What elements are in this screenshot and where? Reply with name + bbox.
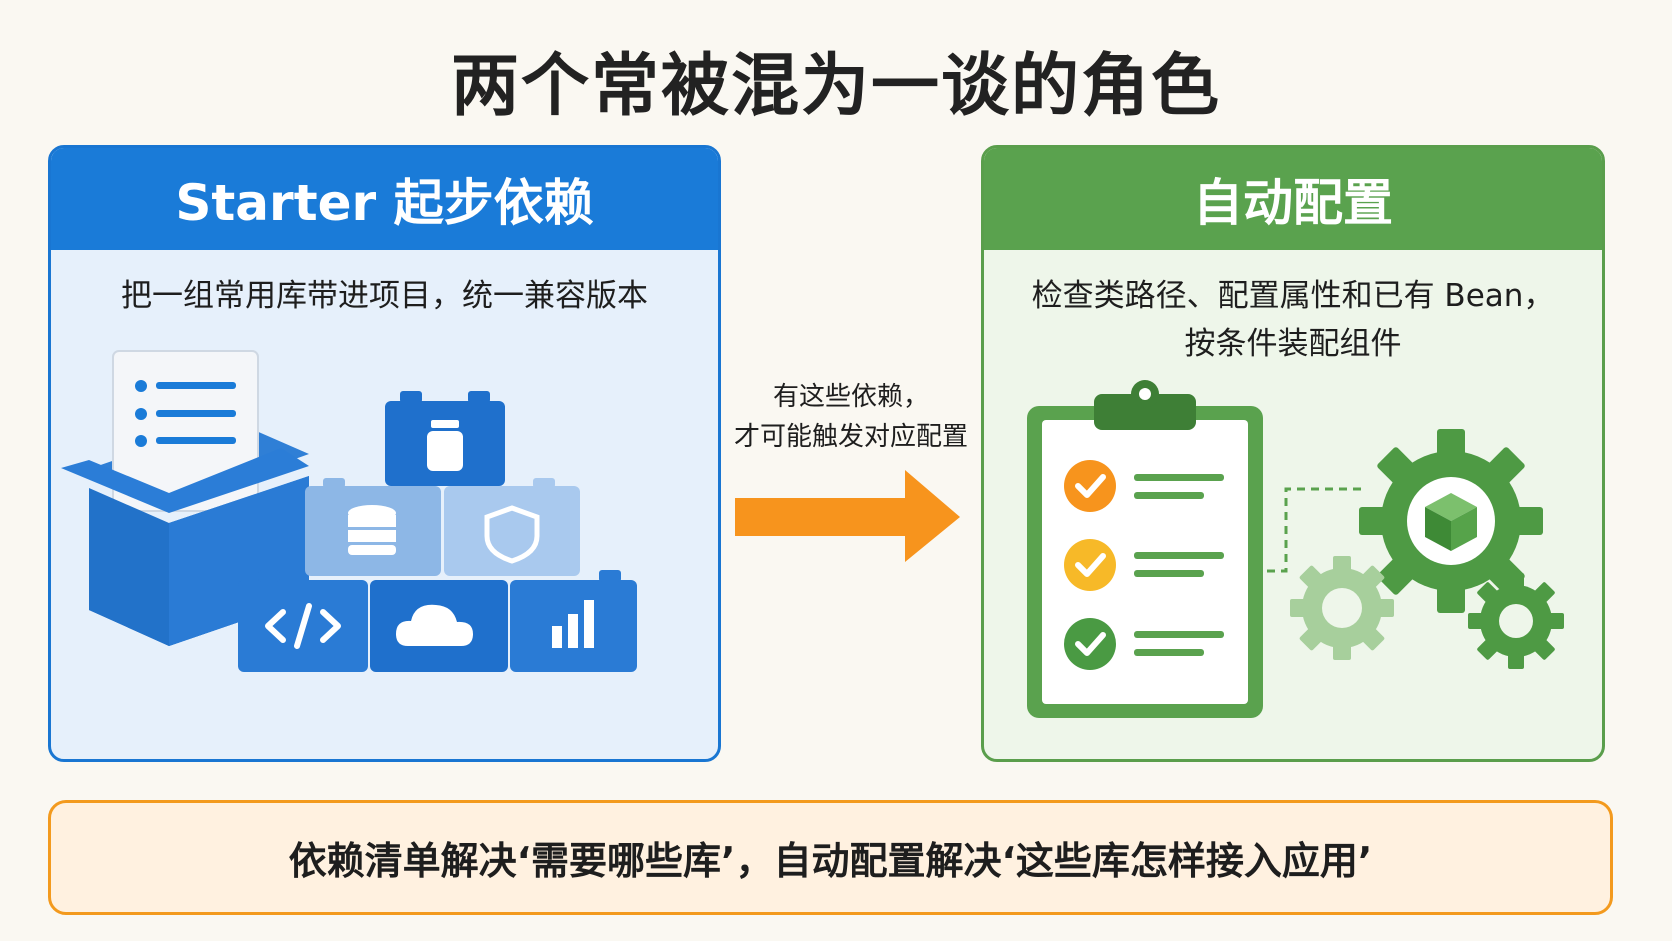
code-icon — [238, 570, 368, 672]
autoconfig-panel-description: 检查类路径、配置属性和已有 Bean， 按条件装配组件 — [984, 272, 1602, 368]
arrow-right-icon — [735, 470, 960, 562]
starter-illustration — [61, 350, 637, 672]
document-list-icon — [112, 350, 259, 512]
checkmark-icon — [1064, 460, 1224, 670]
summary-box: 依赖清单解决‘需要哪些库’，自动配置解决‘这些库怎样接入应用’ — [48, 800, 1613, 915]
summary-text: 依赖清单解决‘需要哪些库’，自动配置解决‘这些库怎样接入应用’ — [288, 839, 1373, 883]
bottle-icon — [385, 391, 505, 486]
autoconfig-panel-heading: 自动配置 — [984, 148, 1602, 250]
starter-panel-heading: Starter 起步依赖 — [51, 148, 718, 250]
database-icon — [305, 478, 441, 576]
autoconfig-illustration — [1027, 380, 1564, 718]
clipboard-icon — [1027, 380, 1263, 718]
arrow-caption-line-1: 有这些依赖， — [772, 382, 929, 412]
arrow-caption: 有这些依赖， 才可能触发对应配置 — [722, 377, 980, 457]
starter-panel: Starter 起步依赖 把一组常用库带进项目，统一兼容版本 — [48, 145, 721, 762]
autoconfig-panel: 自动配置 检查类路径、配置属性和已有 Bean， 按条件装配组件 — [981, 145, 1605, 762]
page-title: 两个常被混为一谈的角色 — [450, 47, 1221, 126]
autoconfig-description-line-2: 按条件装配组件 — [1184, 326, 1402, 362]
bar-chart-icon — [510, 570, 637, 672]
cube-icon — [1425, 493, 1477, 551]
arrow-caption-line-2: 才可能触发对应配置 — [733, 422, 968, 452]
cloud-icon — [370, 580, 508, 672]
autoconfig-description-line-1: 检查类路径、配置属性和已有 Bean， — [1031, 278, 1555, 314]
starter-panel-description: 把一组常用库带进项目，统一兼容版本 — [121, 278, 648, 314]
shield-icon — [444, 478, 580, 576]
gear-icon — [1290, 429, 1564, 669]
